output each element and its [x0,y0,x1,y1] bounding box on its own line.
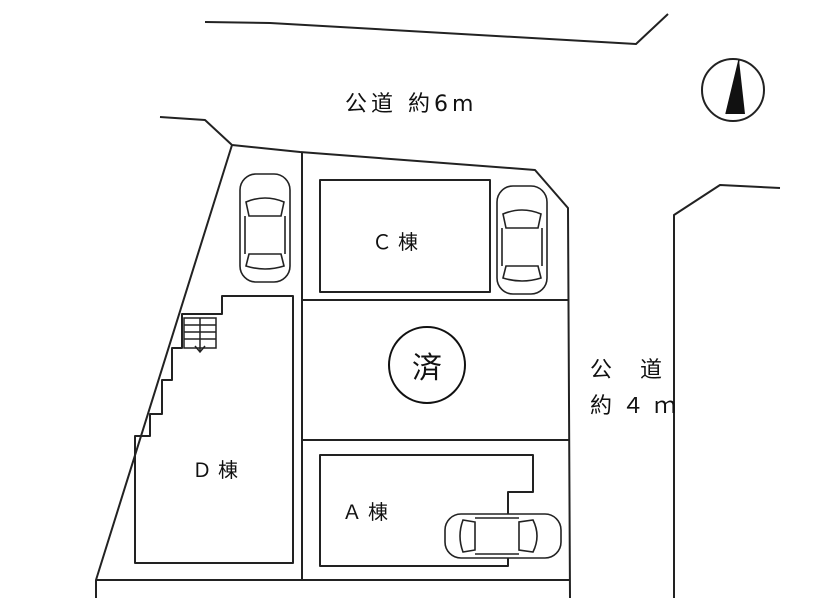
building-c-footprint [319,179,491,293]
site-boundary [159,116,571,599]
road-boundary-east [673,184,781,598]
building-d-footprint [134,295,294,564]
east-road-width-label: 約４ｍ [590,394,687,419]
car-icon [239,173,291,283]
building-d-label: Ｄ棟 [192,458,244,482]
car-icon [444,513,562,559]
road-boundary-north [204,13,669,45]
building-a-label: Ａ棟 [342,500,394,524]
site-boundary-west [95,144,233,598]
east-road-label: 公道 [590,358,691,383]
sold-badge: 済 [388,326,466,404]
building-a-footprint [319,454,534,567]
north-arrow-icon [701,58,765,122]
building-c-label: Ｃ棟 [372,230,424,254]
stairs-icon [183,317,217,354]
car-icon [496,185,548,295]
north-road-label: 公道 約6m [345,92,478,117]
